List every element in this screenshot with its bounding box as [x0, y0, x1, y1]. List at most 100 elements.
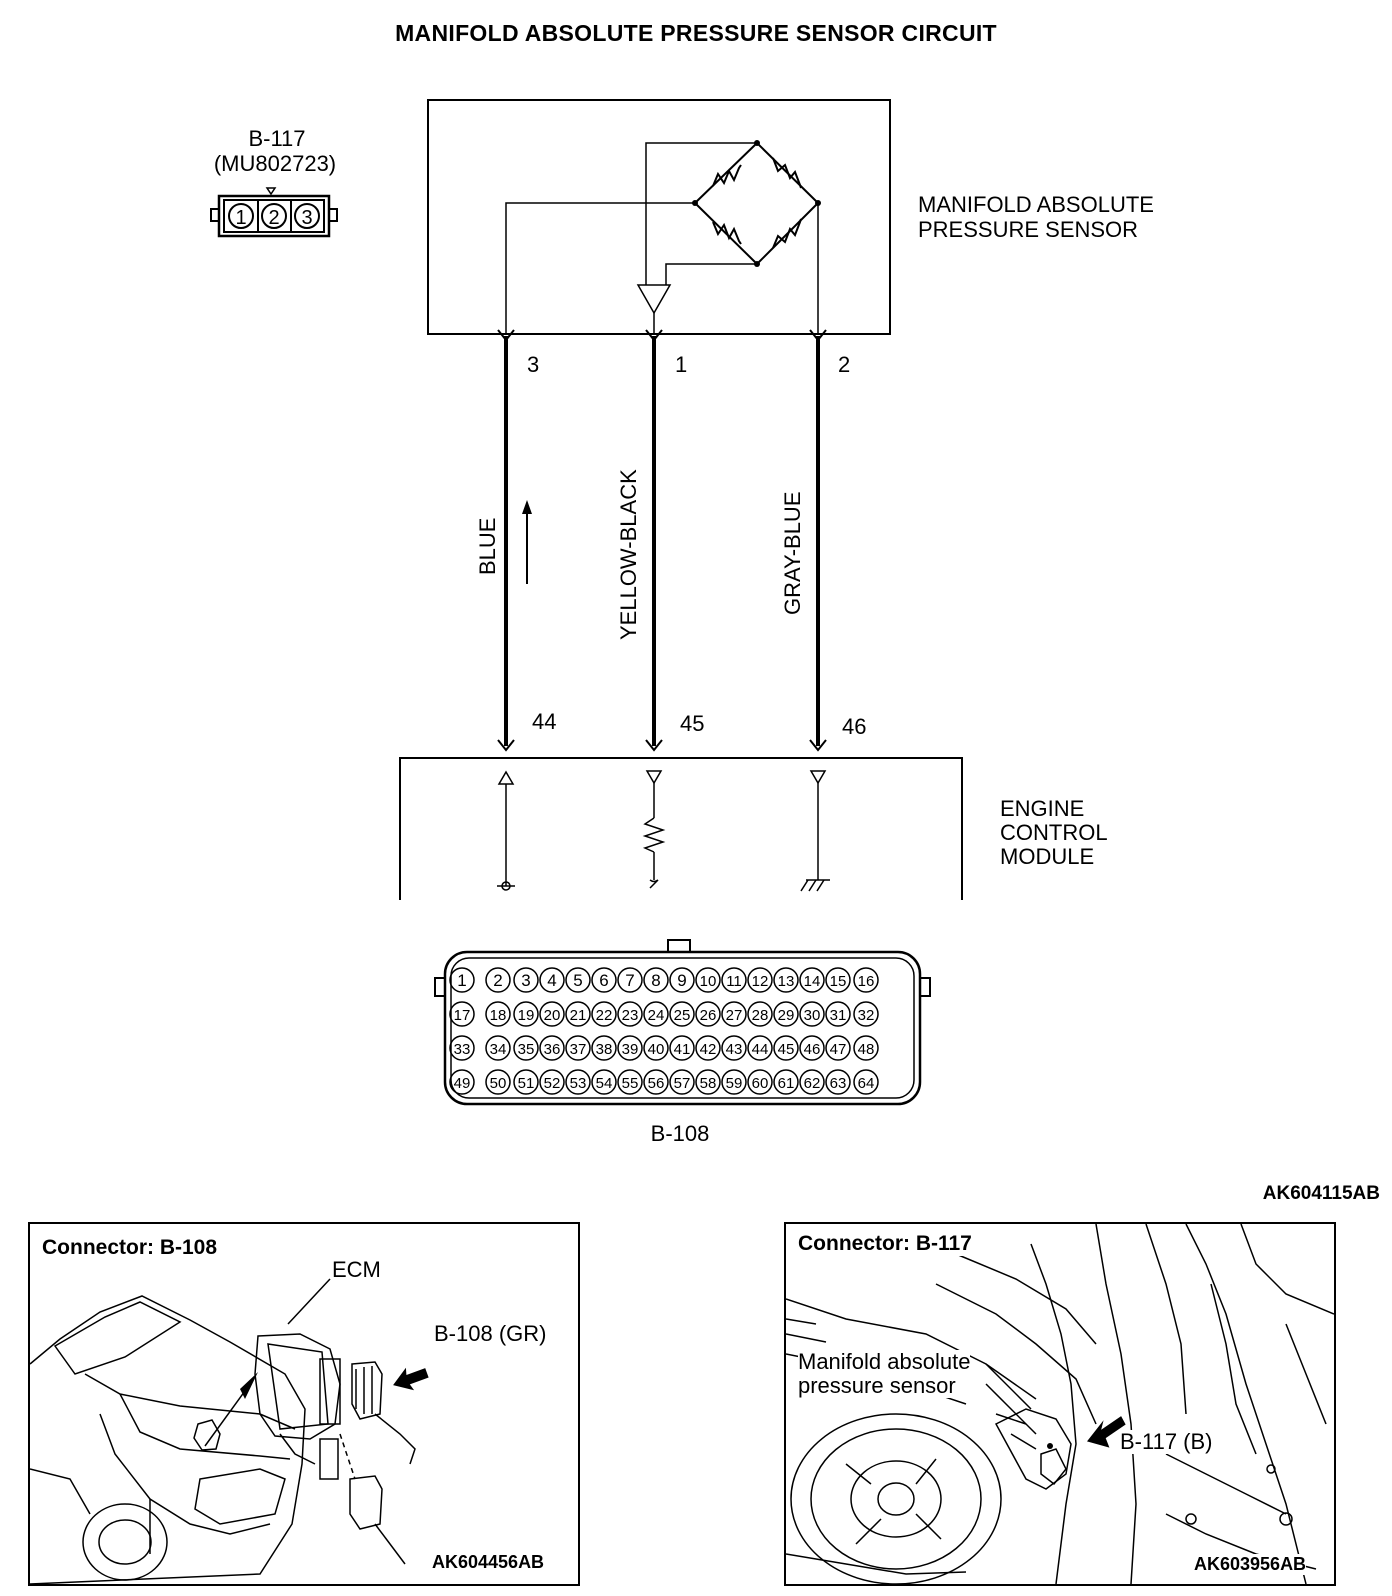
b108-pin-circle — [721, 1069, 747, 1095]
ecm-location-illustration — [30, 1278, 429, 1584]
b108-pin-circle — [695, 1001, 721, 1027]
b108-pin-number: 29 — [778, 1007, 795, 1024]
b108-pin-number: 7 — [625, 971, 634, 990]
b108-pin-circle — [449, 967, 475, 993]
b108-pin-circle — [773, 1001, 799, 1027]
b108-pin-number: 12 — [752, 973, 769, 990]
b108-pin-circle — [669, 967, 695, 993]
b108-pin-circle — [695, 1035, 721, 1061]
wheatstone-bridge — [694, 142, 819, 265]
b108-pin-number: 50 — [490, 1075, 507, 1092]
b117-connector-id: B-117 — [248, 126, 306, 151]
ecm-label-line3: MODULE — [1000, 844, 1095, 869]
b108-pin-number: 49 — [454, 1075, 471, 1092]
sensor-label-line1: MANIFOLD ABSOLUTE — [918, 192, 1154, 217]
b108-pin-circle — [773, 1035, 799, 1061]
sensor-location-illustration — [786, 1224, 1334, 1584]
b108-pin-circle — [539, 967, 565, 993]
b108-pin-number: 63 — [830, 1075, 847, 1092]
b108-pin-circle — [695, 1069, 721, 1095]
b108-pin-circle — [825, 1035, 851, 1061]
wire-color-yellow-black: YELLOW-BLACK — [616, 469, 641, 640]
b108-pin-circle — [591, 967, 617, 993]
b117-pin-2: 2 — [268, 207, 279, 229]
b108-pin-circle — [617, 1001, 643, 1027]
b108-pin-number: 21 — [570, 1007, 587, 1024]
b108-pin-circle — [565, 967, 591, 993]
panel-connector-b108: Connector: B-108 — [28, 1222, 580, 1586]
sensor-pin-label-1: 1 — [675, 352, 688, 377]
b108-pin-circle — [747, 967, 773, 993]
panel-right-connector-label: B-117 (B) — [1120, 1429, 1213, 1454]
b108-pin-number: 9 — [677, 971, 686, 990]
b108-pin-circle — [721, 1035, 747, 1061]
b108-pin-circle — [669, 1001, 695, 1027]
b108-pin-circle — [485, 967, 511, 993]
b108-pin-number: 51 — [518, 1075, 535, 1092]
b108-pin-circle — [643, 1035, 669, 1061]
sensor-label-line2: PRESSURE SENSOR — [918, 217, 1139, 242]
b108-pin-circle — [747, 1069, 773, 1095]
b108-pin-circle — [513, 1069, 539, 1095]
panel-left-ecm-label: ECM — [332, 1257, 381, 1282]
b108-pin-circle — [643, 1069, 669, 1095]
b108-pin-circle — [591, 1001, 617, 1027]
b108-pin-circle — [825, 1069, 851, 1095]
b108-pin-number: 39 — [622, 1041, 639, 1058]
sensor-pin-label-3: 3 — [527, 352, 540, 377]
b108-pin-circle — [485, 1069, 511, 1095]
b108-pin-number: 52 — [544, 1075, 561, 1092]
b108-pin-number: 48 — [858, 1041, 875, 1058]
b108-pin-circle — [643, 1001, 669, 1027]
b108-pin-number: 4 — [547, 971, 556, 990]
b108-pin-number: 15 — [830, 973, 847, 990]
b108-pin-circle — [449, 1035, 475, 1061]
b108-pin-circle — [617, 1069, 643, 1095]
b108-pin-circle — [669, 1069, 695, 1095]
bridge-resistors — [712, 157, 802, 249]
b108-pin-number: 20 — [544, 1007, 561, 1024]
b108-pin-number: 62 — [804, 1075, 821, 1092]
b108-pin-number: 61 — [778, 1075, 795, 1092]
b108-pin-number: 56 — [648, 1075, 665, 1092]
b108-pin-circle — [565, 1035, 591, 1061]
b108-pin-circle — [485, 1001, 511, 1027]
b108-pin-circle — [799, 1069, 825, 1095]
b108-pin-number: 47 — [830, 1041, 847, 1058]
b108-pin-number: 17 — [454, 1007, 471, 1024]
b108-pin-circle — [799, 967, 825, 993]
b108-pin-circle — [617, 967, 643, 993]
b108-pin-number: 13 — [778, 973, 795, 990]
b108-pin-circle — [591, 1069, 617, 1095]
b108-pin-circle — [853, 967, 879, 993]
b108-pin-circle — [449, 1069, 475, 1095]
b108-pin-circle — [539, 1069, 565, 1095]
panel-right-code: AK603956AB — [1194, 1554, 1307, 1575]
diagram-title: MANIFOLD ABSOLUTE PRESSURE SENSOR CIRCUI… — [395, 20, 997, 46]
b108-pin-circle — [513, 967, 539, 993]
b108-connector-id: B-108 — [650, 1121, 710, 1146]
b108-pin-circle — [513, 1035, 539, 1061]
b108-pin-number: 1 — [457, 971, 466, 990]
b108-pin-number: 22 — [596, 1007, 613, 1024]
b108-pin-number: 34 — [490, 1041, 507, 1058]
b108-pin-circle — [539, 1035, 565, 1061]
b108-pin-circle — [825, 967, 851, 993]
b108-pin-number: 23 — [622, 1007, 639, 1024]
b108-pin-circle — [721, 967, 747, 993]
b108-pin-number: 30 — [804, 1007, 821, 1024]
b117-pin-1: 1 — [235, 207, 246, 229]
figure-code: AK604115AB — [1262, 1183, 1380, 1204]
b108-pin-number: 45 — [778, 1041, 795, 1058]
b108-pin-number: 28 — [752, 1007, 769, 1024]
b108-pin-number: 43 — [726, 1041, 743, 1058]
b108-pin-circle — [449, 1001, 475, 1027]
b108-pin-number: 2 — [493, 971, 502, 990]
panel-left-connector-label: B-108 (GR) — [434, 1321, 547, 1346]
b108-pin-circle — [695, 967, 721, 993]
b108-pin-number: 41 — [674, 1041, 691, 1058]
panel-left-title: Connector: B-108 — [42, 1236, 218, 1259]
b108-pin-number: 31 — [830, 1007, 847, 1024]
b108-pin-number: 16 — [858, 973, 875, 990]
